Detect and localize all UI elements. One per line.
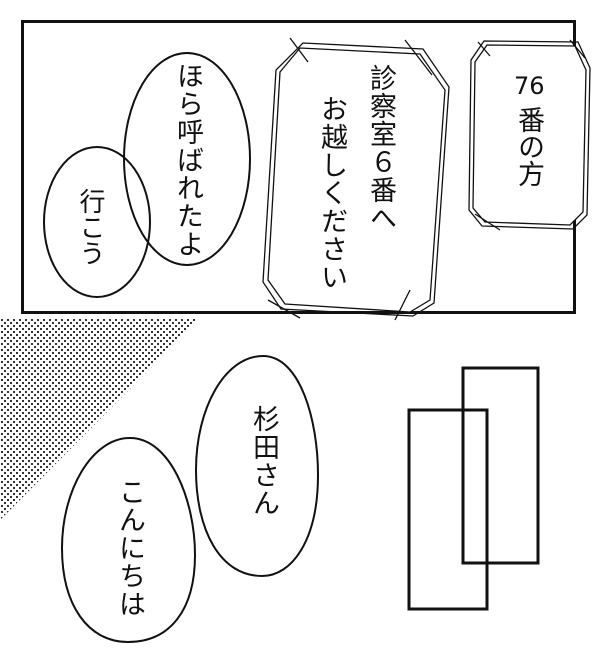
announcement-number-line1: 76 (514, 72, 545, 100)
announcement-box-number (468, 39, 591, 231)
speech-text-sugita-san: 杉田さん (248, 405, 279, 517)
announcement-box-main (262, 37, 450, 321)
empty-rect-back (461, 366, 540, 565)
speech-bubble-hora (123, 52, 251, 266)
speech-bubble-ikou (43, 146, 151, 298)
announcement-text-line1: 診察室６番へ (365, 64, 396, 232)
speech-text-hora-yobareta: ほら呼ばれたよ (172, 62, 203, 258)
empty-rect-front (407, 408, 489, 611)
announcement-text-line2: お越しください (316, 95, 347, 291)
announcement-number-line2: 番の方 (513, 106, 544, 187)
speech-text-ikou: 行こう (75, 188, 105, 266)
speech-text-konnichiwa: こんにちは (114, 478, 145, 618)
speech-bubble-sugita (194, 354, 320, 578)
speech-bubble-konnichiwa (60, 436, 197, 644)
